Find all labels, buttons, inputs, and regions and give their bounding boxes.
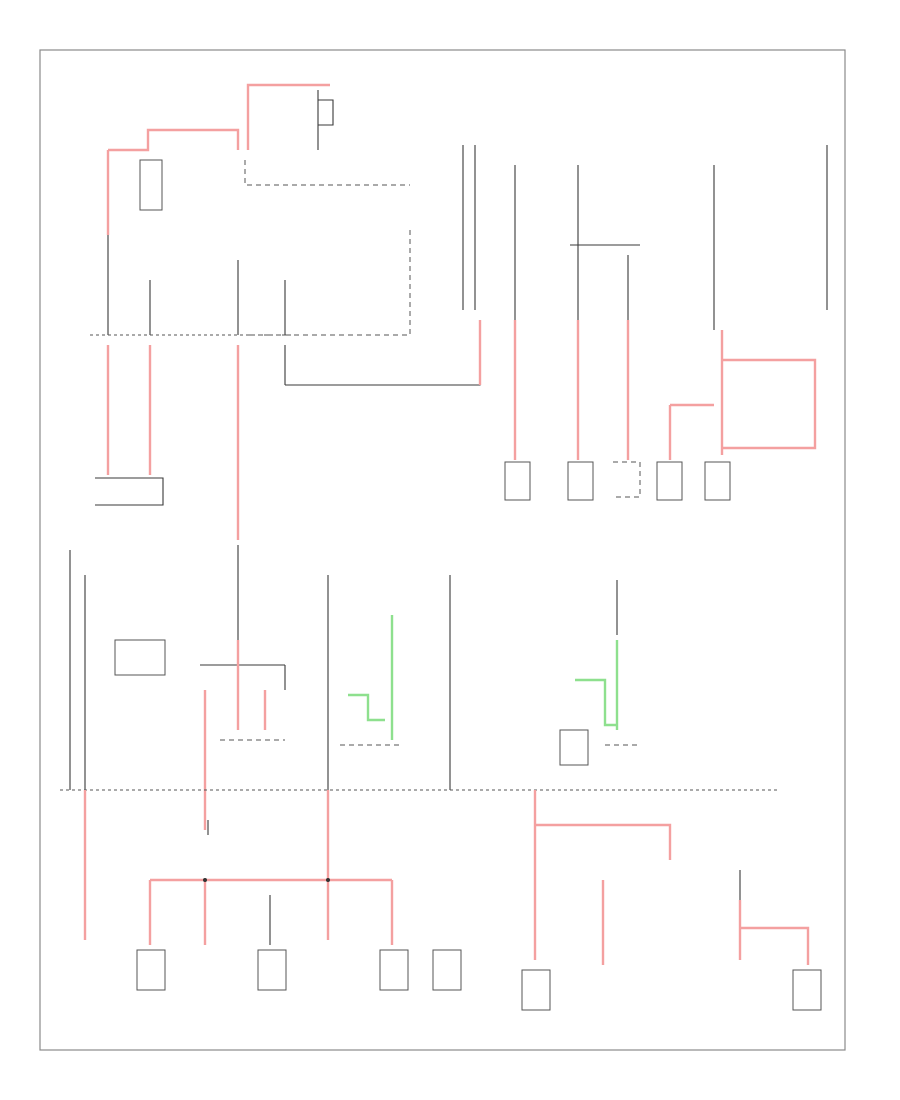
module-right	[559, 729, 589, 766]
component-b2	[257, 949, 287, 991]
diagram-frame	[39, 49, 846, 1051]
component-b1	[136, 949, 166, 991]
top-right-section	[504, 165, 817, 501]
component-1	[504, 461, 531, 501]
component-b5	[521, 969, 551, 1011]
component-b6	[792, 969, 822, 1011]
relay-box	[139, 159, 163, 211]
bottom-section	[83, 790, 822, 1011]
component-4	[704, 461, 731, 501]
module-left	[114, 639, 166, 676]
component-b3	[379, 949, 409, 991]
component-b4	[432, 949, 462, 991]
top-section	[90, 83, 828, 540]
component-3	[656, 461, 683, 501]
component-2	[567, 461, 594, 501]
middle-section	[60, 545, 780, 830]
